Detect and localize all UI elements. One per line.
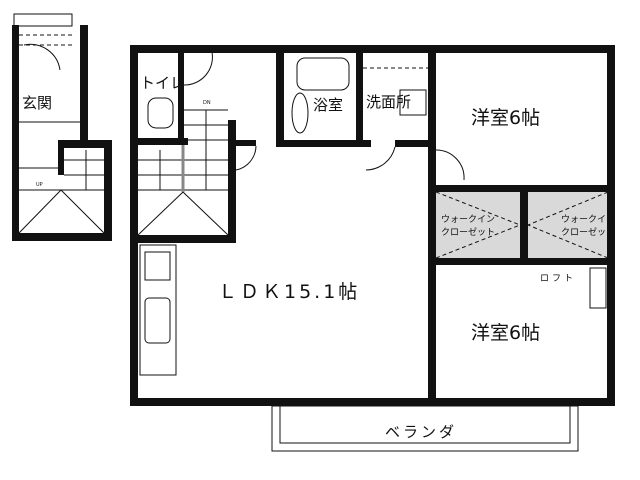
room-label-loft: ロフト — [540, 274, 576, 284]
main-walls — [130, 45, 615, 406]
room-label-washroom: 洗面所 — [366, 93, 411, 111]
closet-1-area — [436, 192, 520, 258]
closet-diagonals — [435, 191, 609, 259]
room-label-western-room-2: 洋室6帖 — [471, 322, 540, 344]
room-label-bathroom: 浴室 — [313, 96, 343, 114]
closet-2-area — [528, 192, 608, 258]
entrance-annex-walls — [12, 13, 112, 241]
room-label-toilet: トイレ — [140, 74, 185, 92]
room-label-entrance: 玄関 — [22, 94, 52, 112]
stair-down-label: DN — [203, 100, 211, 106]
room-label-balcony: ベランダ — [385, 423, 457, 441]
fixtures — [139, 57, 607, 452]
closet-2-label-line2: クローゼット — [561, 226, 615, 238]
closet-2-label-line1: ウォークイン — [561, 214, 615, 225]
room-label-western-room-1: 洋室6帖 — [471, 107, 540, 129]
closet-1-label-line1: ウォークイン — [441, 214, 495, 225]
stair-up-label: UP — [36, 182, 43, 188]
closet-1-label-line2: クローゼット — [441, 226, 495, 238]
room-label-ldk: ＬＤＫ15.1帖 — [218, 281, 360, 303]
doors — [23, 43, 465, 181]
main-stairs — [137, 109, 229, 236]
